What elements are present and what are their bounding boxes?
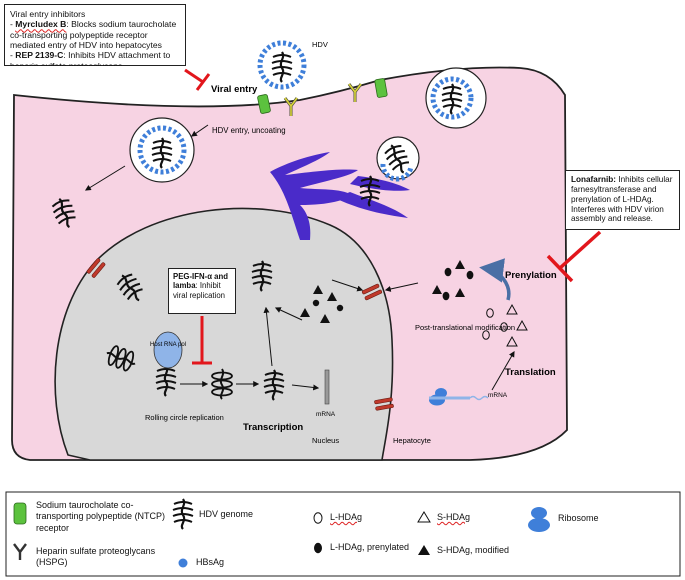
legend-hbsag-icon: [178, 558, 188, 568]
legend-s-hdag-icon: [417, 511, 431, 523]
hdv-virion-membrane: [425, 67, 487, 129]
legend-ribosome-label: Ribosome: [558, 513, 599, 523]
prenylated-hdag-group: [432, 260, 474, 301]
rep-text: : Inhibits HDV attachment to heparin sul…: [10, 50, 171, 66]
label-rolling-circle: Rolling circle replication: [145, 413, 224, 422]
label-nucleus: Nucleus: [312, 436, 339, 445]
label-mrna-right: mRNA: [488, 392, 508, 399]
legend-l-hdag-prenylated-label: L-HDAg, prenylated: [330, 542, 410, 552]
peg-name: PEG-IFN-α and lamba: [173, 272, 229, 291]
legend-s-hdag-modified-label: S-HDAg, modified: [437, 545, 510, 555]
label-mrna-nucleus: mRNA: [316, 411, 336, 418]
myrcludex-name: Myrcludex B: [15, 19, 67, 30]
lonafarnib-inhibition-bar: [546, 230, 602, 283]
arrow-prenylation: [479, 258, 511, 301]
legend-hspg-label: Heparin sulfate proteoglycans (HSPG): [36, 546, 156, 568]
legend-hbsag-label: HBsAg: [196, 557, 225, 567]
viral-entry-inhibitors-box: Viral entry inhibitors - Myrcludex B: Bl…: [4, 4, 186, 66]
lonafarnib-box: Lonafarnib: Inhibits cellular farnesyltr…: [565, 170, 680, 230]
label-hdv: HDV: [312, 40, 328, 49]
mrna-nucleus-bar: [324, 369, 330, 405]
label-viral-entry: Viral entry: [211, 84, 258, 95]
legend-s-hdag-label: S-HDAg: [437, 512, 471, 522]
arrow-to-mrna: [291, 384, 320, 391]
legend-ntcp-label: Sodium taurocholate co-transporting poly…: [36, 500, 166, 533]
label-post-translational: Post-translational modification: [415, 323, 515, 332]
legend-l-hdag-label: L-HDAg: [330, 512, 363, 522]
legend-l-hdag-icon: [313, 512, 323, 524]
legend-ribosome-icon: [528, 507, 550, 532]
lonafarnib-text: Inhibits cellular farnesyltransferase an…: [571, 175, 673, 224]
peg-text: : Inhibit viral replication: [173, 281, 226, 300]
nucleus: [54, 207, 394, 461]
arrow-pore-to-group: [384, 282, 419, 292]
assembly-vesicle: [376, 136, 420, 182]
legend-hspg-icon: [13, 543, 27, 560]
label-prenylation: Prenylation: [505, 270, 557, 281]
label-host-rna-pol: Host RNA pol: [150, 342, 186, 348]
s-hdag-nucleus-group: [300, 285, 344, 323]
viral-entry-inhibition-bar: [184, 68, 211, 91]
peg-ifn-box: PEG-IFN-α and lamba: Inhibit viral repli…: [168, 268, 236, 314]
legend-ntcp-icon: [13, 502, 27, 525]
label-hdv-entry: HDV entry, uncoating: [212, 126, 286, 135]
legend-genome-label: HDV genome: [199, 509, 254, 519]
arrow-translation: [491, 350, 515, 391]
rep-name: REP 2139-C: [15, 50, 64, 61]
label-translation: Translation: [505, 367, 556, 378]
label-hepatocyte: Hepatocyte: [393, 436, 431, 445]
arrow-nucleus-to-pore: [331, 279, 364, 292]
inhibitor-box-title: Viral entry inhibitors: [10, 9, 86, 19]
peg-inhibition-bar: [192, 316, 212, 365]
host-rna-pol: [153, 331, 183, 369]
hdv-virion: [257, 40, 307, 90]
legend-s-hdag-modified-icon: [418, 545, 430, 555]
arrow-to-s-hdag: [274, 307, 303, 321]
legend-box: [5, 491, 681, 577]
arrow-transcription-up: [263, 306, 273, 367]
myrcludex-text: : Blocks sodium taurocholate co-transpor…: [10, 19, 177, 50]
arrow-to-endosome: [191, 124, 209, 137]
unmodified-hdag-group: [482, 303, 528, 347]
label-transcription: Transcription: [243, 422, 303, 433]
legend-l-hdag-prenylated-icon: [314, 542, 322, 554]
endosome-entry: [129, 117, 195, 183]
ribosome-translation: [429, 388, 489, 406]
lonafarnib-name: Lonafarnib:: [571, 175, 617, 184]
arrow-uncoating: [84, 165, 126, 191]
